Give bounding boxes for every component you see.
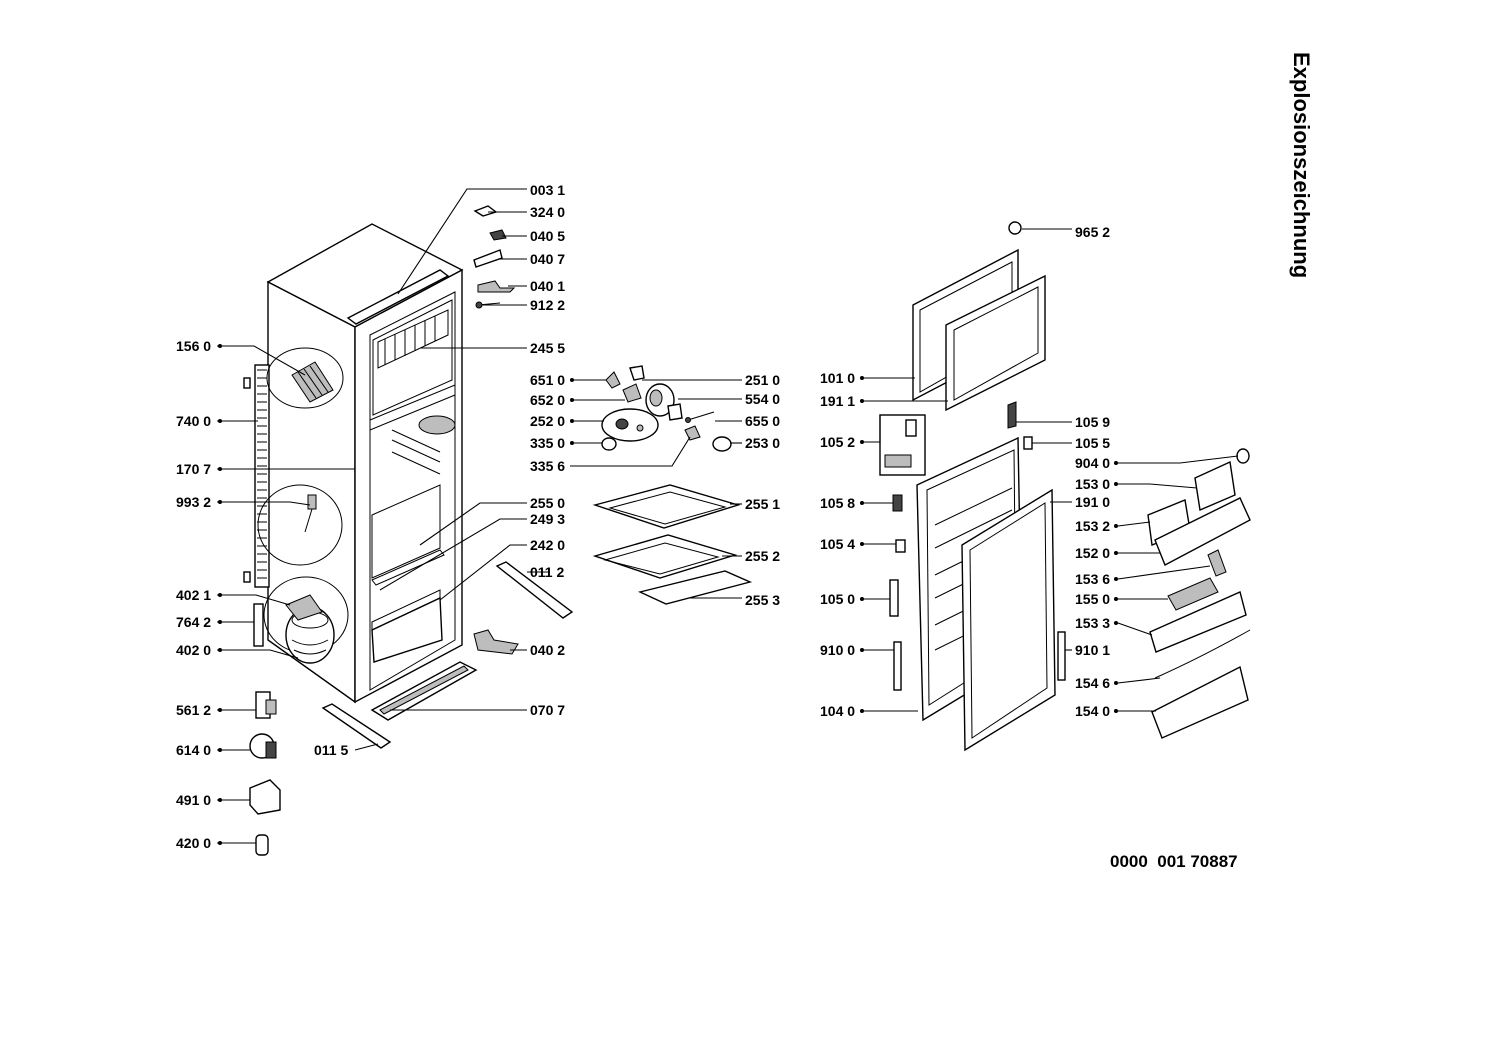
control-housing bbox=[601, 408, 659, 442]
label-420-0: 420 0 bbox=[176, 835, 211, 851]
fridge-cabinet bbox=[243, 223, 464, 704]
label-324-0: 324 0 bbox=[530, 204, 565, 220]
relay-starter bbox=[255, 691, 277, 719]
label-740-0: 740 0 bbox=[176, 413, 211, 429]
terminal-cover bbox=[249, 779, 281, 815]
label-904-0: 904 0 bbox=[1075, 455, 1110, 471]
label-040-5: 040 5 bbox=[530, 228, 565, 244]
door-bins bbox=[1147, 448, 1251, 739]
freezer-door bbox=[912, 248, 1046, 412]
label-255-2: 255 2 bbox=[745, 548, 780, 564]
label-003-1: 003 1 bbox=[530, 182, 565, 198]
label-764-2: 764 2 bbox=[176, 614, 211, 630]
label-255-1: 255 1 bbox=[745, 496, 780, 512]
fridge-door bbox=[916, 436, 1056, 752]
label-153-2: 153 2 bbox=[1075, 518, 1110, 534]
label-105-5: 105 5 bbox=[1075, 435, 1110, 451]
label-252-0: 252 0 bbox=[530, 413, 565, 429]
label-245-5: 245 5 bbox=[530, 340, 565, 356]
label-554-0: 554 0 bbox=[745, 391, 780, 407]
label-154-0: 154 0 bbox=[1075, 703, 1110, 719]
label-152-0: 152 0 bbox=[1075, 545, 1110, 561]
label-104-0: 104 0 bbox=[820, 703, 855, 719]
part-labels: 003 1 324 0 040 5 040 7 040 1 912 2 245 … bbox=[176, 182, 1110, 851]
label-910-1: 910 1 bbox=[1075, 642, 1110, 658]
glass-shelves bbox=[592, 484, 753, 605]
document-number: 0000 001 70887 bbox=[1110, 852, 1238, 871]
relay bbox=[285, 594, 323, 621]
label-155-0: 155 0 bbox=[1075, 591, 1110, 607]
filter-drier bbox=[253, 603, 264, 647]
label-655-0: 655 0 bbox=[745, 413, 780, 429]
label-101-0: 101 0 bbox=[820, 370, 855, 386]
label-040-7: 040 7 bbox=[530, 251, 565, 267]
label-156-0: 156 0 bbox=[176, 338, 211, 354]
leader-dots bbox=[218, 344, 1118, 845]
label-191-1: 191 1 bbox=[820, 393, 855, 409]
label-242-0: 242 0 bbox=[530, 537, 565, 553]
electrical-parts bbox=[249, 691, 281, 856]
condenser-coil bbox=[243, 364, 270, 588]
label-191-0: 191 0 bbox=[1075, 494, 1110, 510]
label-993-2: 993 2 bbox=[176, 494, 211, 510]
label-011-5: 011 5 bbox=[314, 742, 348, 758]
label-105-0: 105 0 bbox=[820, 591, 855, 607]
door-small-parts bbox=[879, 221, 1066, 691]
label-402-0: 402 0 bbox=[176, 642, 211, 658]
label-040-2: 040 2 bbox=[530, 642, 565, 658]
label-105-2: 105 2 bbox=[820, 434, 855, 450]
label-153-3: 153 3 bbox=[1075, 615, 1110, 631]
thermostat-controls bbox=[601, 365, 732, 452]
label-561-2: 561 2 bbox=[176, 702, 211, 718]
label-491-0: 491 0 bbox=[176, 792, 211, 808]
label-105-8: 105 8 bbox=[820, 495, 855, 511]
capacitor bbox=[255, 834, 269, 856]
label-153-6: 153 6 bbox=[1075, 571, 1110, 587]
label-153-0: 153 0 bbox=[1075, 476, 1110, 492]
label-335-0: 335 0 bbox=[530, 435, 565, 451]
label-249-3: 249 3 bbox=[530, 511, 565, 527]
label-011-2: 011 2 bbox=[530, 564, 564, 580]
label-910-0: 910 0 bbox=[820, 642, 855, 658]
label-651-0: 651 0 bbox=[530, 372, 565, 388]
label-105-4: 105 4 bbox=[820, 536, 855, 552]
label-040-1: 040 1 bbox=[530, 278, 565, 294]
label-402-1: 402 1 bbox=[176, 587, 211, 603]
label-614-0: 614 0 bbox=[176, 742, 211, 758]
label-251-0: 251 0 bbox=[745, 372, 780, 388]
rails-and-kickplate bbox=[321, 561, 574, 749]
label-170-7: 170 7 bbox=[176, 461, 211, 477]
leader-lines bbox=[217, 188, 1239, 844]
label-070-7: 070 7 bbox=[530, 702, 565, 718]
label-965-2: 965 2 bbox=[1075, 224, 1110, 240]
label-335-6: 335 6 bbox=[530, 458, 565, 474]
label-154-6: 154 6 bbox=[1075, 675, 1110, 691]
ice-tray bbox=[291, 361, 334, 403]
label-105-9: 105 9 bbox=[1075, 414, 1110, 430]
top-small-parts bbox=[473, 205, 516, 309]
thermostat-sensor bbox=[304, 494, 317, 533]
label-253-0: 253 0 bbox=[745, 435, 780, 451]
overload-protector bbox=[249, 733, 277, 759]
label-912-2: 912 2 bbox=[530, 297, 565, 313]
label-255-0: 255 0 bbox=[530, 495, 565, 511]
label-255-3: 255 3 bbox=[745, 592, 780, 608]
label-652-0: 652 0 bbox=[530, 392, 565, 408]
